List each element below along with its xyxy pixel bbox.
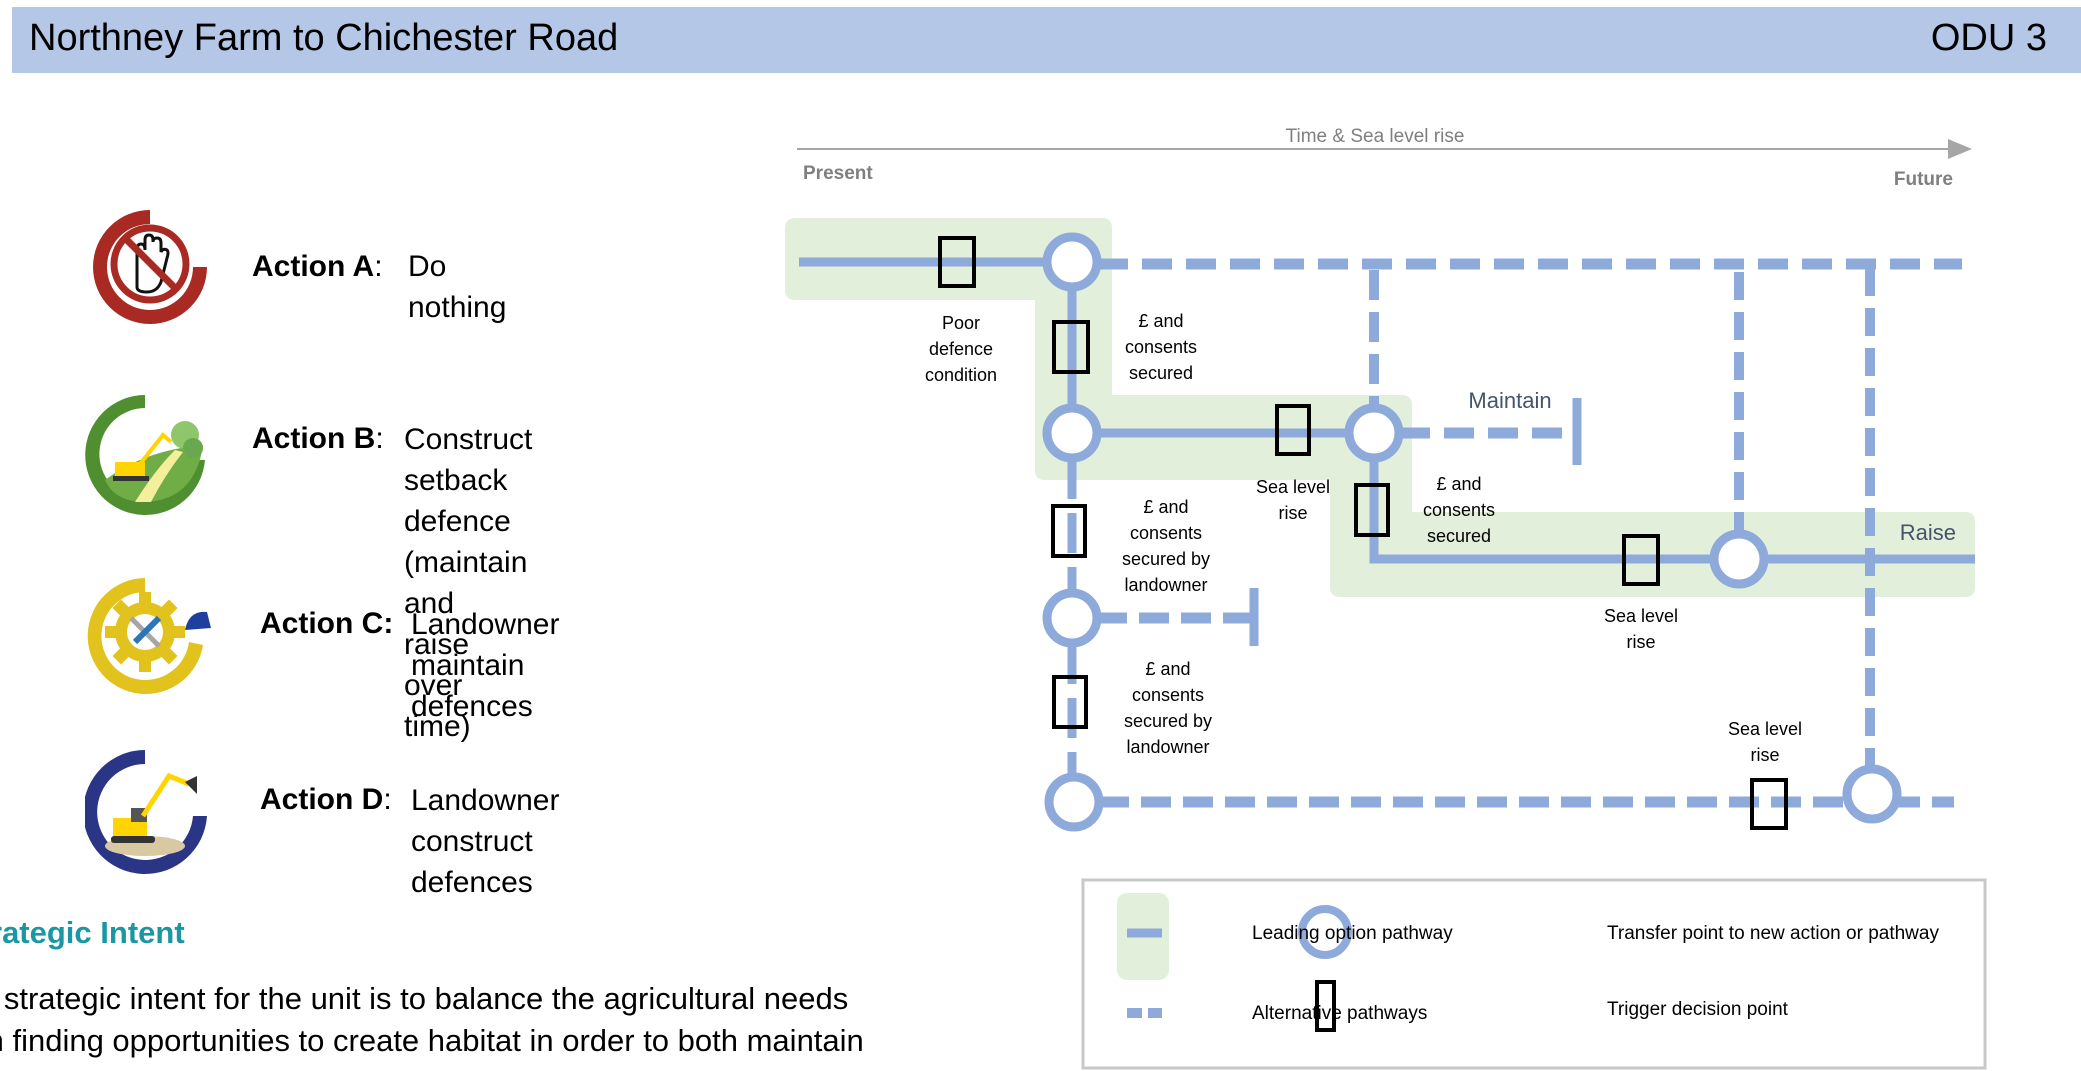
trigger-box [1052, 320, 1090, 374]
legend-transfer-text: Transfer point to new action or pathway [1607, 923, 1939, 944]
legend-leading-text: Leading option pathway [1252, 923, 1453, 944]
action-b-label: Action B: [252, 422, 384, 455]
trigger-label: £ and [1143, 497, 1188, 517]
strategic-intent-line: th finding opportunities to create habit… [0, 1023, 864, 1058]
trigger-box [938, 236, 976, 288]
unit-label: ODU 3 [1930, 17, 2047, 59]
action-d-description: Landowner construct defences [411, 784, 560, 899]
transfer-point [1344, 403, 1404, 463]
trigger-label: secured by [1124, 711, 1212, 731]
trigger-label: consents [1130, 523, 1202, 543]
action-a-description: Do nothing [408, 250, 507, 324]
raise-label: Raise [1900, 520, 1956, 545]
trigger-labels: Poor defence condition £ and consents secured… [925, 311, 1802, 765]
future-label: Future [1894, 169, 1953, 190]
trigger-label: secured [1427, 526, 1491, 546]
present-label: Present [803, 163, 873, 184]
action-b-description: Construct setback defence (maintain and … [404, 423, 533, 743]
landowner-construct-excavator-icon [85, 750, 207, 874]
trigger-label: £ and [1145, 659, 1190, 679]
maintain-gear-tools-icon [87, 578, 211, 694]
trigger-label: secured [1129, 363, 1193, 383]
trigger-label: condition [925, 365, 997, 385]
trigger-label: Sea level [1604, 606, 1678, 626]
trigger-label: consents [1132, 685, 1204, 705]
strategic-intent-heading: rategic Intent [0, 915, 185, 950]
trigger-label: £ and [1436, 474, 1481, 494]
transfer-point [1709, 529, 1769, 589]
trigger-label: Sea level [1256, 477, 1330, 497]
action-c-description: Landowner maintain defences [411, 608, 560, 723]
axis-label: Time & Sea level rise [1286, 126, 1465, 147]
trigger-label: rise [1626, 632, 1655, 652]
do-nothing-hand-icon [93, 210, 207, 324]
strategic-intent-text: e strategic intent for the unit is to ba… [0, 978, 864, 1062]
trigger-label: Sea level [1728, 719, 1802, 739]
trigger-box [1750, 778, 1788, 830]
action-c-label: Action C: [260, 607, 394, 640]
trigger-label: secured by [1122, 549, 1210, 569]
trigger-label: landowner [1126, 737, 1209, 757]
trigger-label: landowner [1124, 575, 1207, 595]
legend-alternative-text: Alternative pathways [1252, 1003, 1427, 1024]
title-bar: Northney Farm to Chichester Road ODU 3 [12, 7, 2081, 73]
legend-trigger-text: Trigger decision point [1607, 999, 1789, 1020]
transfer-point [1042, 588, 1102, 648]
trigger-label: Poor [942, 313, 980, 333]
transfer-point [1042, 403, 1102, 463]
transfer-points [1042, 232, 1902, 832]
trigger-box [1622, 534, 1660, 586]
maintain-label: Maintain [1468, 388, 1551, 413]
leading-path-segment [1369, 459, 1713, 564]
trigger-label: consents [1423, 500, 1495, 520]
page-title: Northney Farm to Chichester Road [29, 17, 619, 59]
transfer-point [1044, 772, 1104, 832]
trigger-box [1051, 504, 1087, 558]
legend-box [1081, 878, 1987, 1070]
trigger-label: consents [1125, 337, 1197, 357]
trigger-label: £ and [1138, 311, 1183, 331]
construct-setback-excavator-icon [85, 395, 205, 515]
legend-transfer-icon [1298, 905, 1352, 959]
legend-trigger-icon [1315, 980, 1336, 1032]
strategic-intent-line: e strategic intent for the unit is to ba… [0, 981, 849, 1016]
action-d-label: Action D: [260, 783, 392, 816]
trigger-box [1354, 483, 1390, 537]
trigger-box [1052, 675, 1088, 729]
trigger-label: defence [929, 339, 993, 359]
trigger-label: rise [1278, 503, 1307, 523]
trigger-label: rise [1750, 745, 1779, 765]
trigger-box [1275, 404, 1311, 456]
trigger-points [938, 236, 1788, 830]
pathway-lines [799, 257, 1975, 808]
transfer-point [1842, 764, 1902, 824]
action-a-label: Action A: [252, 250, 383, 283]
transfer-point [1042, 232, 1102, 292]
